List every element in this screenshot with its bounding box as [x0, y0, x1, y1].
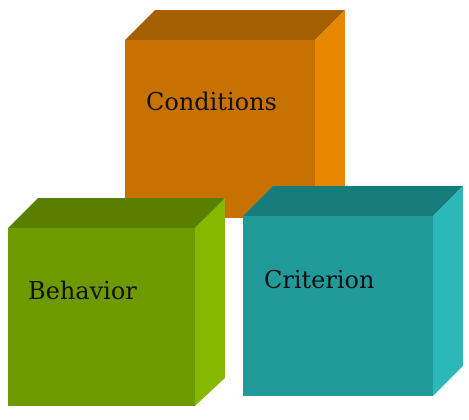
cube-behavior-front — [8, 228, 195, 406]
cube-behavior-side — [195, 198, 225, 406]
cube-conditions-top — [125, 10, 345, 40]
cube-criterion: Criterion — [243, 186, 463, 396]
cube-behavior: Behavior — [8, 198, 225, 406]
cube-conditions-label: Conditions — [146, 88, 277, 116]
cube-criterion-front — [243, 216, 433, 396]
cube-criterion-top — [243, 186, 463, 216]
cube-conditions-side — [315, 10, 345, 218]
cube-criterion-label: Criterion — [264, 266, 374, 294]
cube-criterion-side — [433, 186, 463, 396]
cube-behavior-label: Behavior — [28, 277, 137, 305]
cube-behavior-top — [8, 198, 225, 228]
